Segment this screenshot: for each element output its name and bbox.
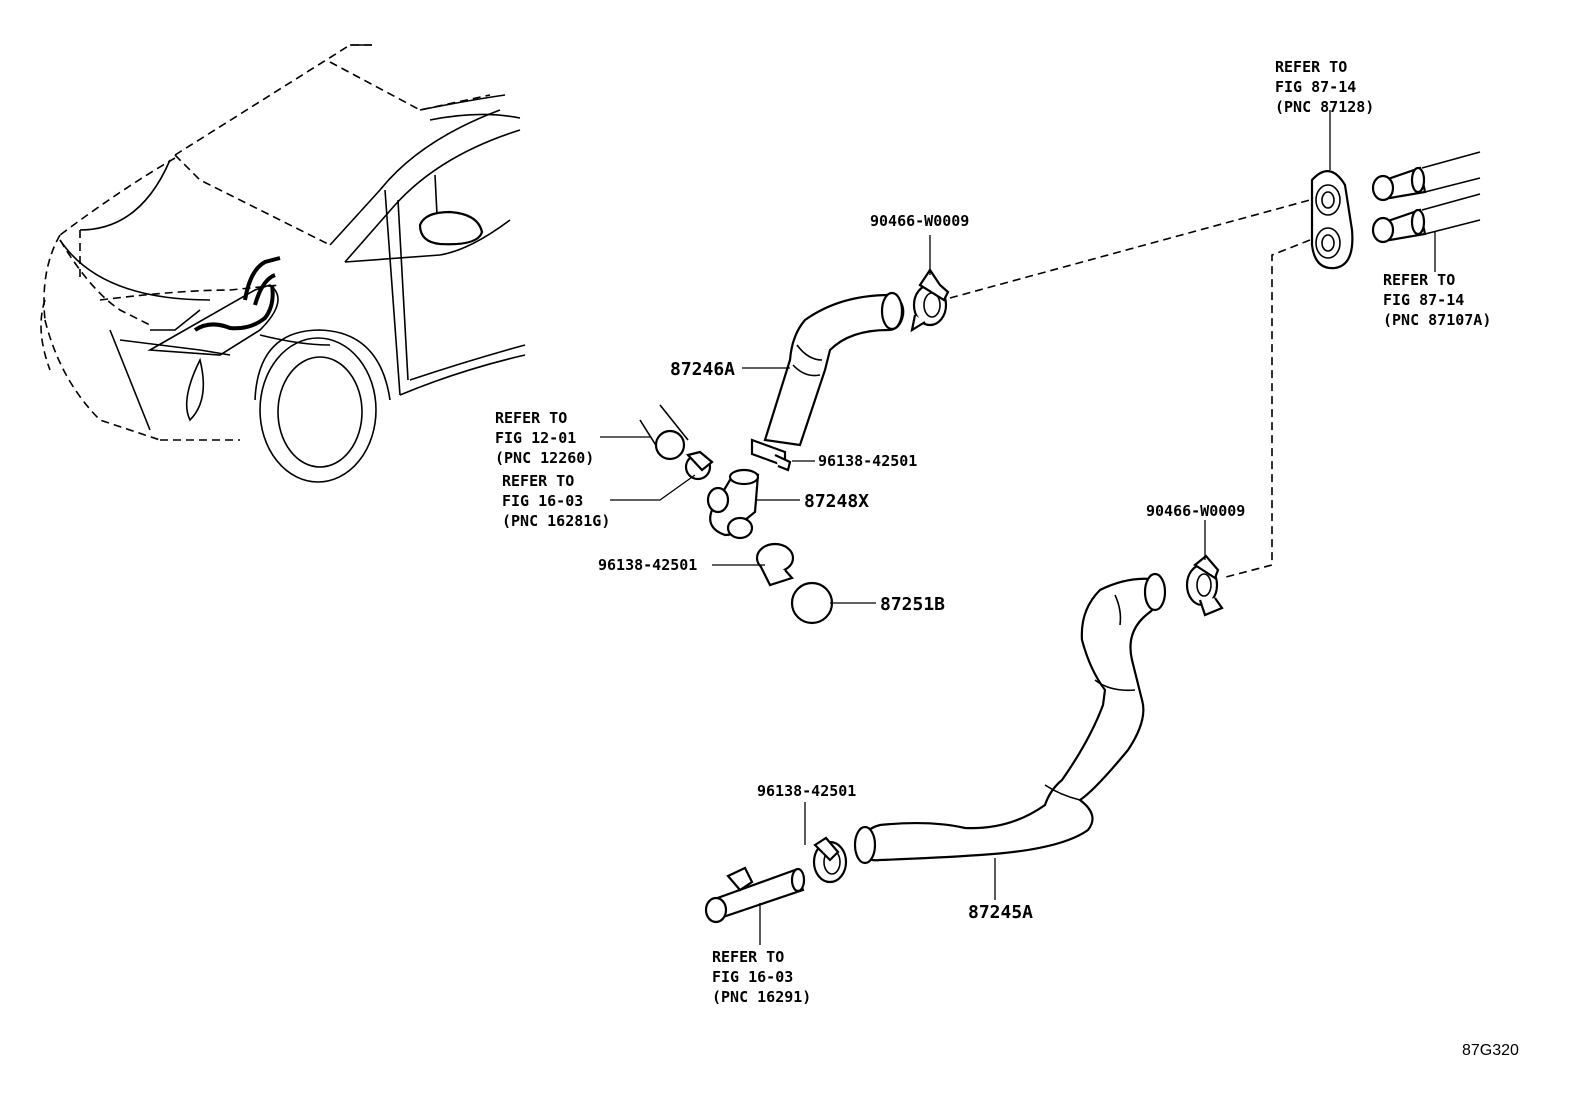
clamp-96138-b (755, 542, 795, 587)
label-87248X: 87248X (804, 491, 869, 512)
hose-87246A (763, 291, 905, 447)
refer-12260-line3: (PNC 12260) (495, 449, 594, 467)
refer-16291-line3: (PNC 16291) (712, 988, 811, 1006)
clamp-90466-top (910, 268, 950, 333)
refer-16291-line1: REFER TO (712, 948, 784, 966)
clamp-90466-mid (1185, 554, 1224, 617)
clamp-96138-a (750, 438, 792, 472)
label-96138-c: 96138-42501 (757, 782, 856, 800)
refer-12260-line1: REFER TO (495, 409, 567, 427)
clamp-96138-c (812, 836, 848, 884)
refer-87128-line3: (PNC 87128) (1275, 98, 1374, 116)
refer-87107A-line1: REFER TO (1383, 271, 1455, 289)
clamp-16281G (684, 450, 714, 481)
dashed-connector-right (1221, 239, 1311, 579)
refer-16291-line2: FIG 16-03 (712, 968, 793, 986)
label-96138-b: 96138-42501 (598, 556, 697, 574)
pipe-12260 (639, 404, 689, 461)
refer-87128-line2: FIG 87-14 (1275, 78, 1356, 96)
leader-lines (600, 110, 1436, 945)
dashed-connector-top (949, 199, 1311, 299)
pipes-87107A (1371, 151, 1481, 244)
refer-16281G-line2: FIG 16-03 (502, 492, 583, 510)
hose-87245A (853, 572, 1167, 865)
label-90466-mid: 90466-W0009 (1146, 502, 1245, 520)
label-90466-top: 90466-W0009 (870, 212, 969, 230)
grommet-87128 (1310, 170, 1354, 270)
pipe-16291 (704, 866, 806, 924)
joint-87248X (706, 468, 760, 540)
label-87246A: 87246A (670, 359, 735, 380)
plug-87251B (790, 581, 834, 625)
refer-16281G-line3: (PNC 16281G) (502, 512, 610, 530)
refer-87107A-line3: (PNC 87107A) (1383, 311, 1491, 329)
refer-87107A-line2: FIG 87-14 (1383, 291, 1464, 309)
label-87251B: 87251B (880, 594, 945, 615)
refer-87128-line1: REFER TO (1275, 58, 1347, 76)
label-87245A: 87245A (968, 902, 1033, 923)
figure-id: 87G320 (1462, 1042, 1519, 1059)
car-illustration (40, 44, 526, 483)
refer-12260-line2: FIG 12-01 (495, 429, 576, 447)
label-96138-a: 96138-42501 (818, 452, 917, 470)
refer-16281G-line1: REFER TO (502, 472, 574, 490)
